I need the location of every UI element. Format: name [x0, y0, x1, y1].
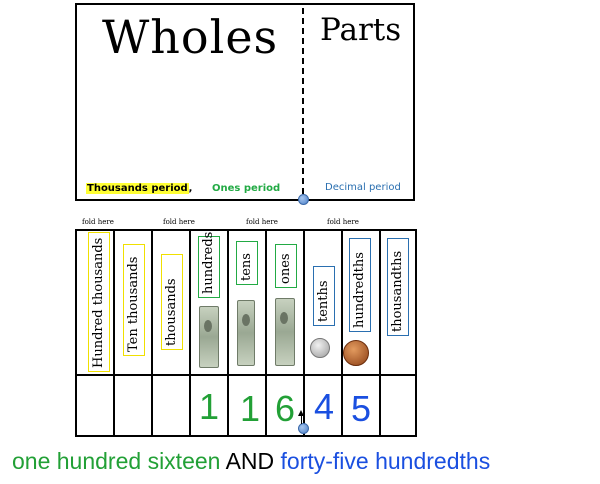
digit-ones: 6 — [275, 388, 296, 429]
number-in-words: one hundred sixteen AND forty-five hundr… — [12, 448, 490, 475]
decimal-period-label: Decimal period — [325, 182, 401, 193]
place-thousandths: thousandths — [387, 238, 409, 336]
place-hundred-thousands: Hundred thousands — [88, 232, 110, 372]
fold-label-2: fold here — [163, 218, 195, 226]
thousands-period-text: Thousands period — [86, 183, 189, 194]
fold-label-1: fold here — [82, 218, 114, 226]
grid-divider — [189, 229, 191, 437]
and-word-a: A — [225, 448, 241, 474]
digit-hundreds: 1 — [199, 386, 220, 427]
wholes-heading: Wholes — [102, 10, 279, 64]
place-tenths: tenths — [313, 266, 335, 326]
grid-divider — [265, 229, 267, 437]
one-dollar-bill-icon — [275, 298, 295, 366]
hundred-dollar-bill-icon — [199, 306, 219, 368]
grid-divider — [341, 229, 343, 437]
fold-label-4: fold here — [327, 218, 359, 226]
parts-heading: Parts — [320, 12, 402, 48]
decimal-point-dot-bottom — [298, 423, 309, 434]
place-hundreds: hundreds — [198, 232, 220, 298]
digit-tens: 1 — [240, 388, 261, 429]
thousands-period-comma: , — [188, 183, 193, 194]
wholes-parts-panel — [75, 3, 415, 201]
place-thousands: thousands — [161, 254, 183, 350]
and-word-nd: ND — [240, 448, 275, 474]
decimal-point-arrow-icon — [298, 410, 304, 424]
decimal-point-dot-top — [298, 194, 309, 205]
place-hundredths: hundredths — [349, 238, 371, 332]
digit-tenths: 4 — [314, 386, 335, 427]
penny-coin-icon — [343, 340, 369, 366]
place-ones: ones — [275, 244, 297, 288]
ones-period-label: Ones period — [212, 183, 281, 194]
grid-divider — [303, 229, 305, 437]
grid-divider — [227, 229, 229, 437]
decimal-part-words: forty-five hundredths — [280, 448, 491, 474]
place-ten-thousands: Ten thousands — [123, 244, 145, 356]
fold-label-3: fold here — [246, 218, 278, 226]
digit-hundredths: 5 — [351, 388, 372, 429]
place-value-grid — [75, 229, 417, 437]
grid-divider — [151, 229, 153, 437]
ten-dollar-bill-icon — [237, 300, 255, 366]
decimal-divider-line — [302, 8, 304, 194]
place-tens: tens — [236, 241, 258, 285]
grid-divider — [113, 229, 115, 437]
grid-divider — [379, 229, 381, 437]
whole-part-words: one hundred sixteen — [12, 448, 221, 474]
dime-coin-icon — [310, 338, 330, 358]
grid-row-divider — [75, 374, 417, 376]
thousands-period-label: Thousands period, — [86, 183, 192, 194]
